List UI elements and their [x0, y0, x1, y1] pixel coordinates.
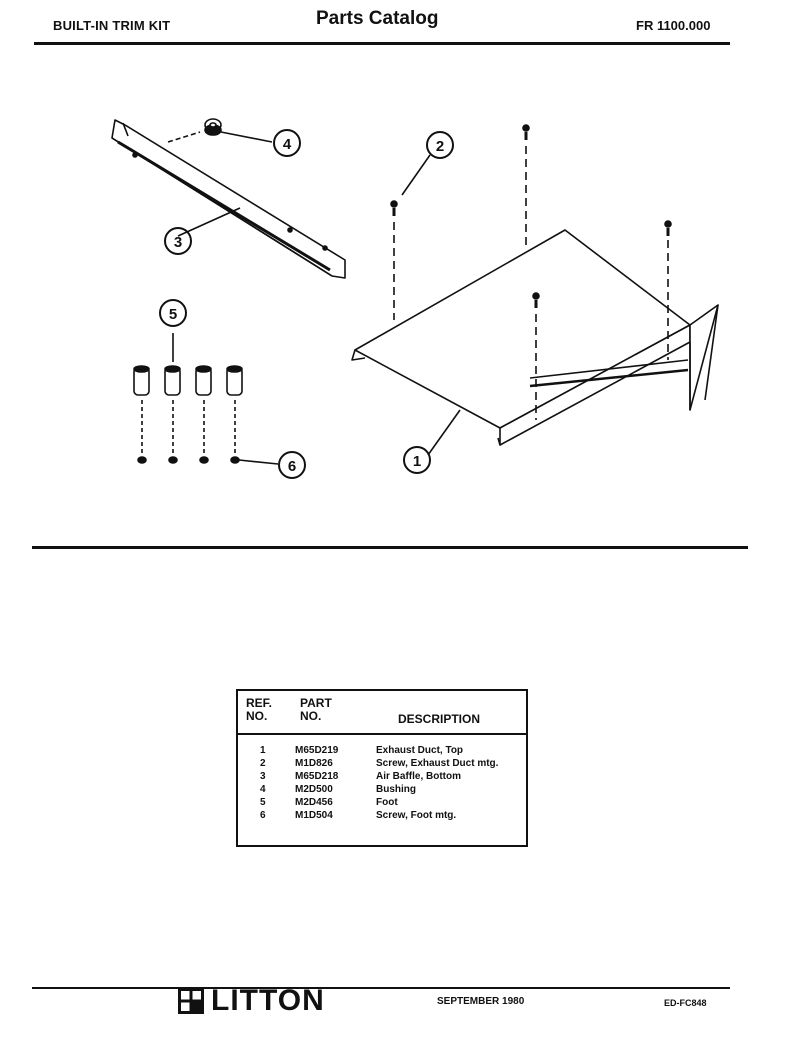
cell-part-no: M2D456	[295, 797, 333, 808]
cell-ref: 4	[260, 784, 266, 795]
cell-part-no: M2D500	[295, 784, 333, 795]
table-row: 6 M1D504 Screw, Foot mtg.	[238, 809, 526, 822]
header-rule	[34, 42, 730, 45]
feet-drawing	[133, 365, 243, 396]
parts-table-body: 1 M65D219 Exhaust Duct, Top 2 M1D826 Scr…	[238, 744, 526, 822]
callout-4: 4	[283, 136, 292, 153]
header-center-title: Parts Catalog	[316, 8, 439, 29]
exhaust-duct-drawing	[351, 229, 719, 446]
section-divider-rule	[32, 546, 748, 549]
cell-part-no: M1D826	[295, 758, 333, 769]
callout-1: 1	[413, 453, 421, 470]
col-header-part-no: PART NO.	[300, 696, 332, 723]
footer-date: SEPTEMBER 1980	[437, 996, 525, 1007]
cell-description: Bushing	[376, 784, 416, 795]
litton-logo-text: LITTON	[211, 984, 325, 1017]
footer-rule	[32, 987, 730, 989]
parts-table-header: REF. NO. PART NO. DESCRIPTION	[238, 691, 526, 735]
cell-ref: 5	[260, 797, 266, 808]
exploded-parts-diagram: 1 2 3 4 5 6	[111, 118, 719, 479]
cell-ref: 2	[260, 758, 266, 769]
cell-part-no: M65D218	[295, 771, 339, 782]
header-right-code: FR 1100.000	[636, 18, 711, 33]
callout-2: 2	[436, 138, 444, 155]
cell-description: Foot	[376, 797, 398, 808]
foot-screws-drawing	[137, 400, 240, 464]
cell-ref: 1	[260, 745, 266, 756]
col-header-ref-no: REF. NO.	[246, 696, 273, 723]
callout-5: 5	[169, 306, 177, 323]
cell-ref: 6	[260, 810, 266, 821]
air-baffle-drawing	[111, 119, 346, 279]
footer-code: ED-FC848	[664, 998, 707, 1008]
cell-ref: 3	[260, 771, 266, 782]
table-row: 5 M2D456 Foot	[238, 796, 526, 809]
col-header-description: DESCRIPTION	[398, 712, 481, 726]
table-row: 4 M2D500 Bushing	[238, 783, 526, 796]
litton-logo: LITTON	[178, 984, 325, 1018]
header-left-title: BUILT-IN TRIM KIT	[53, 18, 171, 33]
bushing-drawing	[204, 118, 222, 136]
parts-table: REF. NO. PART NO. DESCRIPTION 1 M65D219 …	[236, 689, 528, 847]
cell-description: Air Baffle, Bottom	[376, 771, 461, 782]
callout-3: 3	[174, 234, 182, 251]
callout-6: 6	[288, 458, 296, 475]
table-row: 1 M65D219 Exhaust Duct, Top	[238, 744, 526, 757]
litton-logo-icon	[178, 988, 204, 1014]
duct-screws-drawing	[390, 124, 672, 420]
cell-part-no: M65D219	[295, 745, 339, 756]
table-row: 3 M65D218 Air Baffle, Bottom	[238, 770, 526, 783]
table-row: 2 M1D826 Screw, Exhaust Duct mtg.	[238, 757, 526, 770]
cell-description: Screw, Exhaust Duct mtg.	[376, 758, 499, 769]
cell-description: Screw, Foot mtg.	[376, 810, 457, 821]
cell-description: Exhaust Duct, Top	[376, 745, 464, 756]
cell-part-no: M1D504	[295, 810, 333, 821]
